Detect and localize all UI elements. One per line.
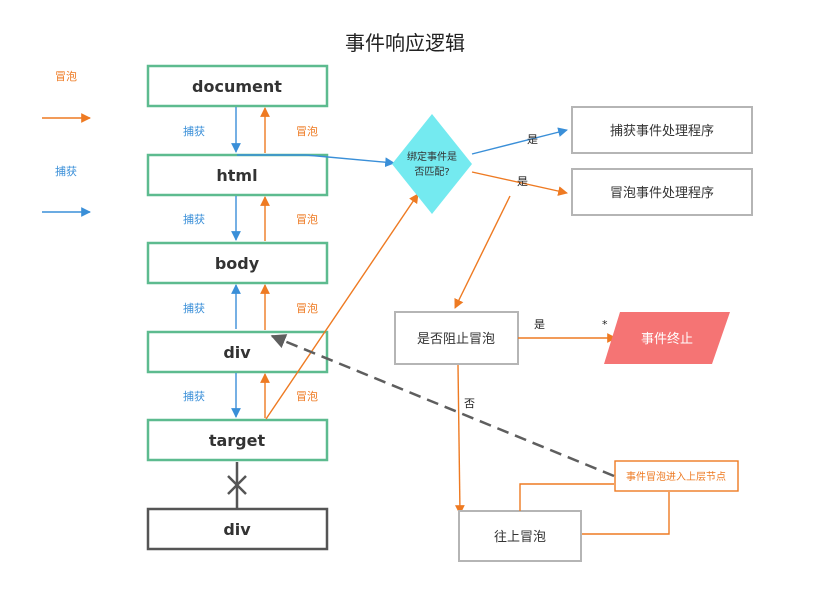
diagram-title: 事件响应逻辑: [345, 31, 465, 55]
node-div-label: div: [223, 343, 251, 362]
star-stop-label: *: [602, 318, 608, 331]
no-label: 否: [464, 397, 475, 410]
capture-handler-box: 捕获事件处理程序: [571, 106, 753, 154]
capture-label-4: 捕获: [183, 389, 205, 403]
node-body: body: [146, 241, 329, 285]
node-html: html: [146, 153, 329, 197]
blocked-x-icon: [227, 475, 247, 495]
node-document-label: document: [192, 77, 282, 96]
node-document: document: [146, 64, 329, 108]
node-body-label: body: [215, 254, 260, 273]
capture-handler-label: 捕获事件处理程序: [610, 123, 714, 139]
node-child-div: div: [146, 507, 329, 551]
bubble-handler-box: 冒泡事件处理程序: [571, 168, 753, 216]
bubble-label-1: 冒泡: [296, 124, 318, 138]
node-target: target: [146, 418, 329, 462]
capture-to-decision-arrow: [237, 154, 395, 168]
capture-label-2: 捕获: [183, 212, 205, 226]
decision-line-1: 绑定事件是: [407, 150, 457, 163]
stop-bubble-label: 是否阻止冒泡: [417, 332, 495, 347]
decision-line-2: 否匹配?: [414, 166, 449, 178]
event-end-shape: 事件终止: [604, 312, 730, 364]
node-html-label: html: [216, 166, 257, 185]
handler-to-stop-arrow: [454, 195, 511, 309]
loop-link-right: [582, 492, 670, 535]
bubble-label-2: 冒泡: [296, 212, 318, 226]
return-to-parent-dashed-arrow: [270, 334, 615, 478]
event-end-label: 事件终止: [641, 331, 693, 347]
bubble-label-4: 冒泡: [296, 389, 318, 403]
no-arrow: [454, 364, 465, 515]
go-up-label: 往上冒泡: [494, 530, 546, 545]
bubble-to-decision-arrow: [265, 193, 419, 420]
legend-bubble-label: 冒泡: [55, 69, 77, 83]
yes-bubble-arrow: [471, 171, 568, 196]
enter-parent-box: 事件冒泡进入上层节点: [614, 460, 739, 492]
loop-link-left: [519, 483, 614, 511]
node-target-label: target: [209, 431, 266, 450]
legend-capture-label: 捕获: [55, 164, 77, 178]
node-child-div-label: div: [223, 520, 251, 539]
capture-label-1: 捕获: [183, 124, 205, 138]
bubble-label-3: 冒泡: [296, 301, 318, 315]
go-up-box: 往上冒泡: [458, 510, 582, 562]
decision-diamond: 绑定事件是 否匹配?: [392, 114, 472, 214]
yes-bubble-label: 是: [517, 175, 528, 188]
yes-capture-arrow: [471, 127, 568, 155]
enter-parent-label: 事件冒泡进入上层节点: [626, 470, 726, 483]
bubble-handler-label: 冒泡事件处理程序: [610, 186, 714, 201]
node-div: div: [146, 330, 329, 374]
capture-label-3: 捕获: [183, 301, 205, 315]
stop-bubble-box: 是否阻止冒泡: [394, 311, 519, 365]
yes-stop-label: 是: [534, 318, 545, 331]
yes-capture-label: 是: [527, 133, 538, 146]
